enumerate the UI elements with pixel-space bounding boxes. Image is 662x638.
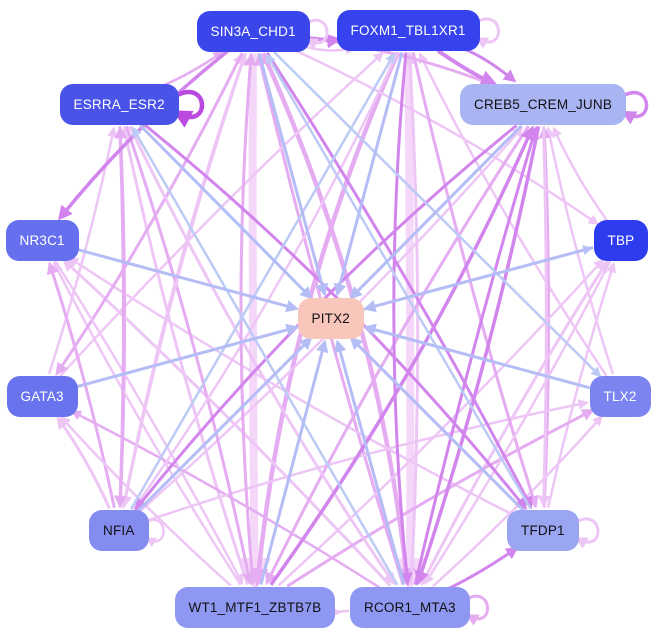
edge-tfdp1-pitx2: [349, 336, 525, 512]
edge-rcor1-gata3: [70, 410, 380, 589]
node-foxm1[interactable]: FOXM1_TBL1XR1: [336, 9, 480, 51]
node-nfia[interactable]: NFIA: [89, 509, 149, 551]
self-loop-sin3a: [305, 18, 329, 50]
self-loop-creb5: [621, 91, 649, 125]
edge-tbp-creb5: [552, 126, 608, 222]
edge-nr3c1-wt1: [54, 260, 244, 585]
node-gata3[interactable]: GATA3: [6, 375, 78, 417]
edge-foxm1-pitx2: [333, 52, 404, 297]
node-tbp[interactable]: TBP: [593, 219, 649, 261]
node-pitx2[interactable]: PITX2: [297, 297, 365, 339]
edge-tlx2-foxm1: [418, 52, 608, 377]
edge-foxm1-rcor1: [392, 52, 413, 586]
self-loop-rcor1: [465, 594, 489, 626]
node-rcor1[interactable]: RCOR1_MTA3: [350, 586, 470, 628]
edge-sin3a-pitx2: [257, 53, 328, 297]
edge-nr3c1-pitx2: [76, 247, 299, 313]
edge-creb5-tfdp1: [537, 126, 551, 509]
edge-sin3a-wt1: [237, 53, 272, 592]
self-loop-foxm1: [475, 17, 500, 49]
edge-tfdp1-nr3c1: [67, 256, 515, 517]
self-loop-esrra: [172, 89, 205, 128]
node-sin3a[interactable]: SIN3A_CHD1: [196, 10, 310, 52]
edge-sin3a-tlx2: [273, 51, 602, 378]
edge-tlx2-pitx2: [363, 323, 591, 390]
edge-tbp-pitx2: [363, 246, 594, 313]
edge-nfia-pitx2: [136, 336, 313, 513]
edge-esrra-rcor1: [128, 125, 396, 586]
edge-creb5-wt1: [265, 125, 530, 586]
edge-rcor1-esrra: [131, 126, 399, 586]
edge-nfia-gata3: [56, 416, 111, 510]
edge-wt1-tbp: [277, 258, 605, 587]
node-wt1[interactable]: WT1_MTF1_ZBTB7B: [174, 586, 336, 628]
edge-esrra-pitx2: [138, 124, 313, 300]
node-creb5[interactable]: CREB5_CREM_JUNB: [460, 83, 627, 125]
self-loop-nfia: [145, 518, 165, 548]
edge-wt1-creb5: [269, 125, 535, 586]
node-nr3c1[interactable]: NR3C1: [5, 219, 79, 261]
edge-rcor1-pitx2: [334, 339, 406, 585]
edge-esrra-nfia: [114, 126, 127, 509]
edge-sin3a-tfdp1: [265, 51, 533, 510]
edge-tbp-rcor1: [424, 260, 612, 585]
edge-rcor1-tfdp1: [446, 546, 519, 591]
edge-creb5-pitx2: [349, 124, 523, 300]
edge-tfdp1-sin3a: [265, 53, 532, 510]
edge-wt1-pitx2: [259, 339, 329, 585]
edge-wt1-nr3c1: [53, 261, 242, 586]
edge-gata3-foxm1: [59, 51, 385, 378]
edge-esrra-wt1: [125, 125, 255, 586]
edge-sin3a-tbp: [289, 47, 600, 225]
edge-rcor1-wt1: [330, 606, 350, 618]
self-loop-tfdp1: [574, 517, 600, 549]
edge-foxm1-nfia: [133, 51, 399, 510]
node-esrra[interactable]: ESRRA_ESR2: [59, 83, 179, 125]
node-tlx2[interactable]: TLX2: [589, 375, 651, 417]
node-tfdp1[interactable]: TFDP1: [507, 509, 579, 551]
edge-creb5-rcor1: [414, 126, 541, 586]
edge-gata3-pitx2: [75, 323, 299, 389]
edge-nfia-foxm1: [129, 52, 396, 510]
edge-rcor1-foxm1: [403, 51, 420, 585]
edge-foxm1-creb5: [436, 48, 498, 87]
